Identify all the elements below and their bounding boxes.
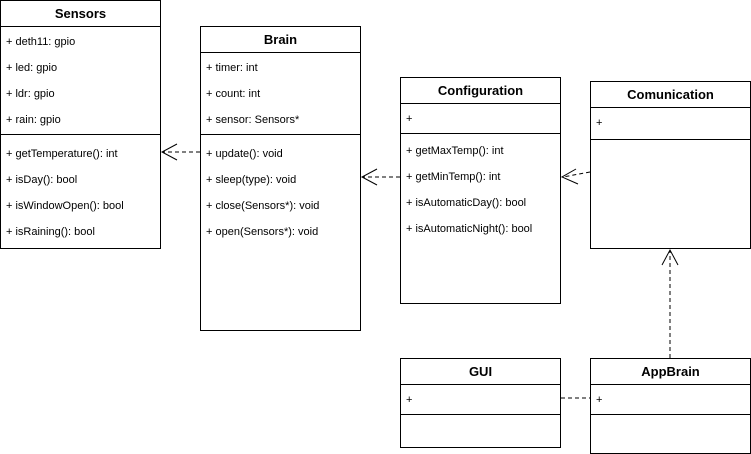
class-sensors[interactable]: Sensors + deth11: gpio + led: gpio + ldr… [0, 0, 161, 249]
attributes-section: + [591, 108, 750, 140]
attributes-section: + timer: int + count: int + sensor: Sens… [201, 53, 360, 135]
class-title: GUI [401, 359, 560, 385]
method: + isDay(): bool [6, 174, 78, 186]
method: + close(Sensors*): void [206, 200, 320, 212]
open-arrowhead-icon [560, 168, 579, 185]
method: + isWindowOpen(): bool [6, 200, 124, 212]
method: + isAutomaticNight(): bool [406, 223, 533, 235]
class-comunication[interactable]: Comunication + [590, 81, 751, 249]
class-title: Comunication [591, 82, 750, 108]
method: + getMaxTemp(): int [406, 145, 504, 157]
open-arrowhead-icon [661, 248, 679, 266]
methods-section: + update(): void + sleep(type): void + c… [201, 135, 360, 245]
attribute: + timer: int [206, 62, 258, 74]
attribute: + ldr: gpio [6, 88, 55, 100]
class-brain[interactable]: Brain + timer: int + count: int + sensor… [200, 26, 361, 331]
class-title: Configuration [401, 78, 560, 104]
attribute: + led: gpio [6, 62, 58, 74]
attribute: + count: int [206, 88, 261, 100]
method: + sleep(type): void [206, 174, 297, 186]
method: + getTemperature(): int [6, 148, 118, 160]
class-title: Brain [201, 27, 360, 53]
method: + update(): void [206, 148, 283, 160]
method: + getMinTemp(): int [406, 171, 501, 183]
class-configuration[interactable]: Configuration + + getMaxTemp(): int + ge… [400, 77, 561, 304]
class-title: AppBrain [591, 359, 750, 385]
attribute: + [596, 117, 603, 129]
method: + isRaining(): bool [6, 226, 95, 238]
attributes-section: + [401, 385, 560, 415]
methods-section: + getTemperature(): int + isDay(): bool … [1, 135, 160, 245]
method: + isAutomaticDay(): bool [406, 197, 527, 209]
class-title: Sensors [1, 1, 160, 27]
methods-section: + getMaxTemp(): int + getMinTemp(): int … [401, 134, 560, 242]
class-gui[interactable]: GUI + [400, 358, 561, 448]
attributes-section: + deth11: gpio + led: gpio + ldr: gpio +… [1, 27, 160, 135]
attribute: + rain: gpio [6, 114, 61, 126]
method: + open(Sensors*): void [206, 226, 319, 238]
attribute: + sensor: Sensors* [206, 114, 300, 126]
attribute: + [406, 394, 413, 406]
attributes-section: + [591, 385, 750, 415]
attributes-section: + [401, 104, 560, 134]
attribute: + [596, 394, 603, 406]
attribute: + deth11: gpio [6, 36, 76, 48]
class-appbrain[interactable]: AppBrain + [590, 358, 751, 454]
open-arrowhead-icon [360, 168, 378, 186]
dependency-comunication-configuration [562, 171, 591, 178]
open-arrowhead-icon [160, 143, 178, 161]
attribute: + [406, 113, 413, 125]
